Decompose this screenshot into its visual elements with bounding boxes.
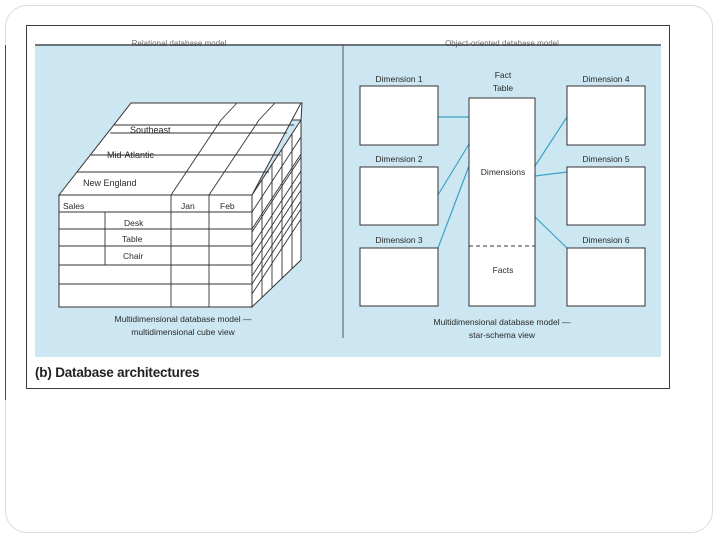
fact-table-title: Table: [493, 83, 514, 93]
database-architectures-figure: Relational database model Object-oriente…: [26, 25, 670, 389]
diagram-canvas: Relational database model Object-oriente…: [35, 39, 661, 357]
cube-region-label: Southeast: [130, 125, 171, 135]
dimension-label: Dimension 5: [582, 154, 630, 164]
cube-caption-line2: multidimensional cube view: [131, 327, 235, 337]
cube-row-header: Sales: [63, 201, 84, 211]
cube-region-label: Mid-Atlantic: [107, 150, 155, 160]
cube-month-label: Jan: [181, 201, 195, 211]
fact-dimensions-label: Dimensions: [481, 167, 525, 177]
cube-front-face: [58, 194, 253, 308]
right-panel-header: Object-oriented database model: [445, 39, 559, 48]
dimension-label: Dimension 3: [375, 235, 423, 245]
star-schema-links: [437, 116, 568, 249]
dimension-box: [566, 85, 646, 146]
dimension-box: [566, 166, 646, 226]
left-panel-header: Relational database model: [132, 39, 227, 48]
cube-caption-line1: Multidimensional database model —: [114, 314, 252, 324]
figure-caption: (b) Database architectures: [35, 365, 200, 380]
dimension-label: Dimension 4: [582, 74, 630, 84]
dimension-box: [359, 85, 439, 146]
slide-edge-line: [5, 45, 6, 400]
star-caption-line1: Multidimensional database model —: [433, 317, 571, 327]
star-caption-line2: star-schema view: [469, 330, 536, 340]
cube-product-label: Table: [122, 234, 143, 244]
cube-month-label: Feb: [220, 201, 235, 211]
fact-table-title: Fact: [495, 70, 512, 80]
dimension-box: [566, 247, 646, 307]
dimension-box: [359, 166, 439, 226]
cube-region-label: New England: [83, 178, 137, 188]
dimension-label: Dimension 1: [375, 74, 423, 84]
cube-product-label: Desk: [124, 218, 144, 228]
dimension-label: Dimension 6: [582, 235, 630, 245]
dimension-box: [359, 247, 439, 307]
cube-product-label: Chair: [123, 251, 143, 261]
dimension-label: Dimension 2: [375, 154, 423, 164]
fact-table-box: [468, 97, 536, 307]
fact-facts-label: Facts: [493, 265, 514, 275]
